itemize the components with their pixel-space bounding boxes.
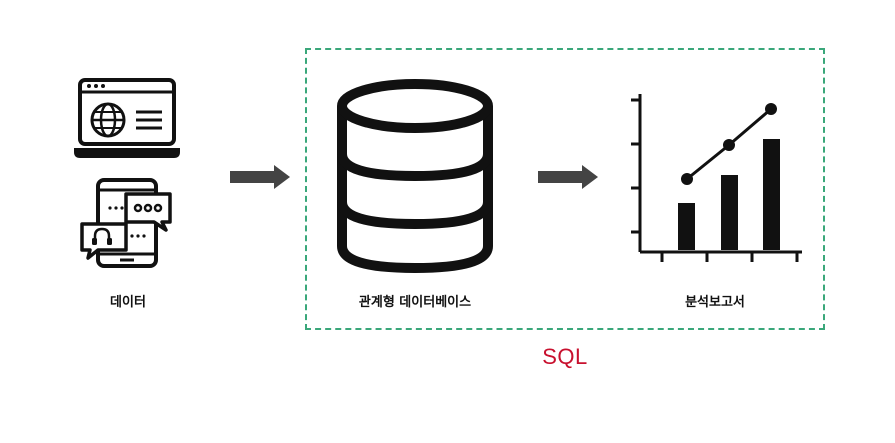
data-label: 데이터 xyxy=(110,295,146,310)
database-icon xyxy=(337,79,493,274)
laptop-globe-icon xyxy=(74,78,180,158)
arrow-right-icon xyxy=(538,165,598,189)
analysis-report-label: 분석보고서 xyxy=(685,295,745,310)
sql-frame xyxy=(305,48,825,330)
arrow-right-icon xyxy=(230,165,290,189)
relational-db-label: 관계형 데이터베이스 xyxy=(358,295,472,310)
sql-label: SQL xyxy=(542,344,588,369)
phone-chat-icon xyxy=(80,178,172,268)
bar-line-chart-icon xyxy=(631,94,802,262)
